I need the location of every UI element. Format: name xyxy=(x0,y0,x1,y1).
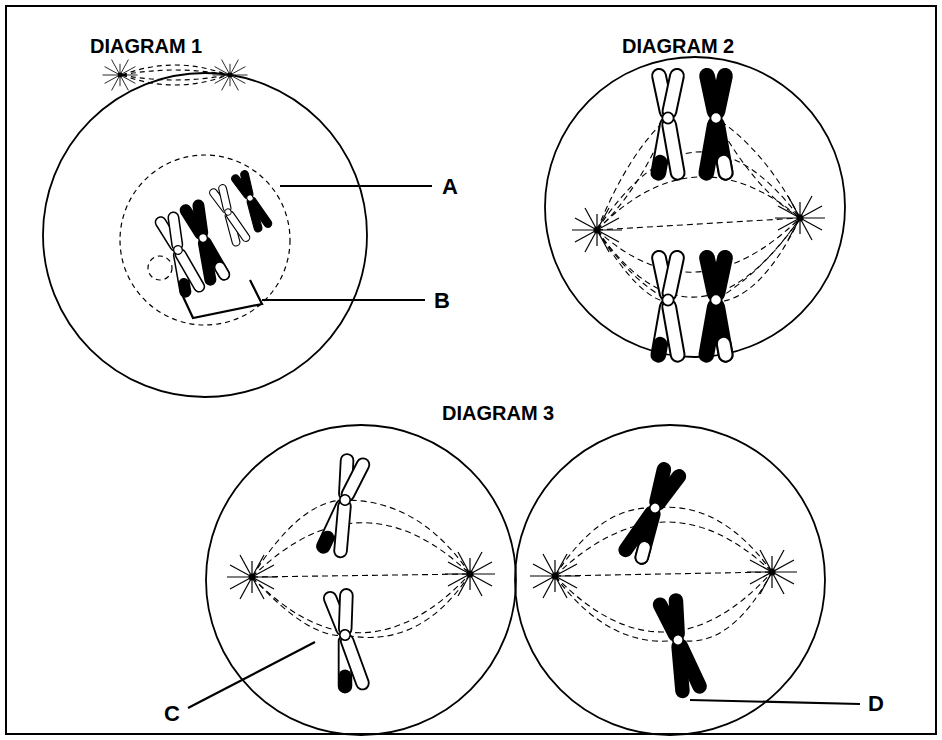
part-letter: D xyxy=(868,692,884,716)
diagram-title: DIAGRAM 3 xyxy=(442,402,554,424)
part-letter: A xyxy=(442,175,458,199)
part-letter: B xyxy=(434,289,450,313)
diagram-title: DIAGRAM 1 xyxy=(90,35,202,57)
part-letter: C xyxy=(164,702,180,726)
diagram-title: DIAGRAM 2 xyxy=(622,35,734,57)
